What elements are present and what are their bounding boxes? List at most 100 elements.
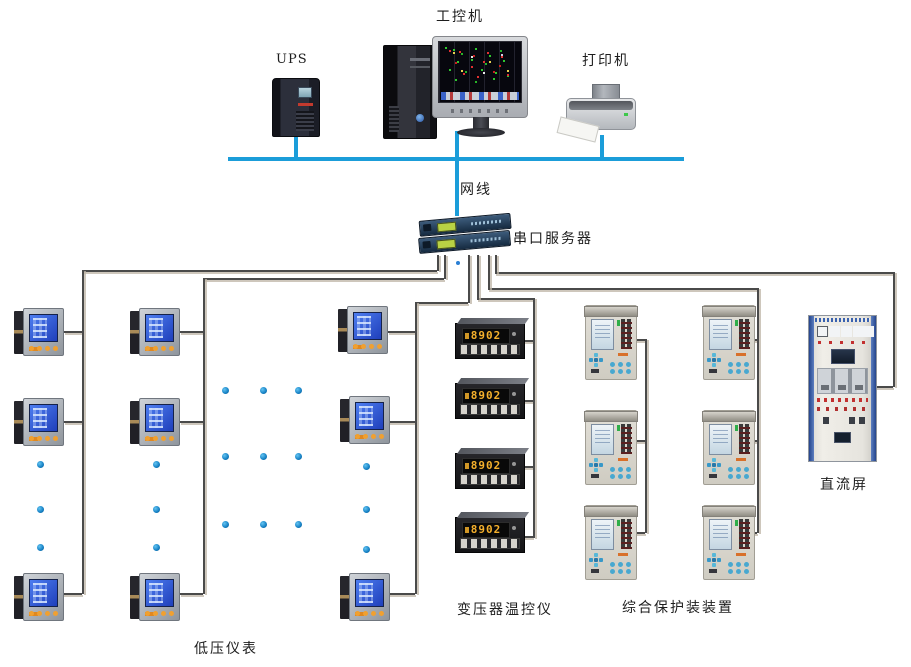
connection-line-h (60, 593, 82, 595)
lv-meter-buttons (377, 344, 382, 349)
protection-dpad (594, 553, 598, 557)
label-protection-device: 综合保护装装置 (622, 600, 734, 616)
scada-toolbar (441, 92, 519, 100)
protection-led-grid (621, 519, 632, 549)
ellipsis-dot (363, 463, 370, 470)
pc-monitor (432, 36, 528, 137)
protection-screen (709, 424, 732, 455)
ellipsis-dot (222, 453, 229, 460)
protection-cap (702, 306, 756, 317)
transformer-temp-controller: 8902 (455, 378, 530, 419)
lv-meter (130, 573, 180, 621)
monitor-buttons (451, 109, 509, 113)
protection-screen (709, 519, 732, 550)
temp-controller-unit-mark (512, 462, 516, 466)
protection-port (591, 369, 599, 373)
connection-line-v (893, 272, 895, 387)
lv-meter-face (23, 398, 64, 446)
lv-meter-logo (355, 612, 364, 616)
connection-line-h (753, 440, 757, 442)
connection-line-h (523, 536, 533, 538)
scada-screen (438, 41, 522, 103)
cabinet-switches (823, 417, 829, 424)
protection-green-led (617, 520, 620, 526)
protection-port (709, 474, 717, 478)
pc-tower (383, 45, 437, 139)
scada-pixels-misc (453, 52, 455, 54)
connection-line-h (388, 331, 415, 333)
transformer-temp-controller: 8902 (455, 318, 530, 359)
protection-led-grid (739, 424, 750, 454)
lv-meter (130, 398, 180, 446)
lv-meter-face (139, 308, 180, 356)
connection-line-h (523, 340, 533, 342)
connection-line-v (533, 298, 535, 538)
temp-controller-unit-mark (512, 392, 516, 396)
protection-cap (584, 411, 638, 422)
connection-line-v (468, 255, 470, 303)
connection-line-v (82, 270, 84, 594)
lv-meter (14, 398, 64, 446)
ellipsis-dot (222, 521, 229, 528)
ups-logo (298, 103, 313, 106)
connection-line-h (415, 302, 468, 304)
protection-cap (702, 506, 756, 517)
network-line-h (228, 157, 684, 161)
connection-line-v (757, 288, 759, 533)
connection-line-v (203, 278, 205, 594)
ellipsis-dot (295, 387, 302, 394)
ellipsis-dot (260, 387, 267, 394)
lv-meter-screen (145, 404, 174, 432)
protection-buttons (626, 569, 631, 574)
protection-device (584, 410, 638, 485)
ellipsis-dot (153, 544, 160, 551)
lv-meter-screen (145, 579, 174, 607)
protection-buttons (626, 369, 631, 374)
connection-line-h (180, 421, 203, 423)
lv-meter-buttons (379, 434, 384, 439)
connection-line-h (82, 270, 437, 272)
protection-device (584, 505, 638, 580)
label-printer: 打印机 (582, 53, 630, 69)
connection-line-v (645, 339, 647, 533)
connection-line-h (180, 593, 203, 595)
temp-controller-display: 8902 (462, 522, 510, 538)
label-lv-meters: 低压仪表 (194, 641, 258, 657)
protection-dpad (712, 353, 716, 357)
connection-line-h (488, 288, 757, 290)
monitor-base (457, 128, 505, 137)
temp-controller-buttons (460, 404, 520, 415)
transformer-temp-controller: 8902 (455, 512, 530, 553)
protection-buttons (626, 474, 631, 479)
protection-screen (709, 319, 732, 350)
ellipsis-dot (222, 387, 229, 394)
ellipsis-dot (260, 521, 267, 528)
temp-controller-buttons (460, 344, 520, 355)
protection-buttons (744, 369, 749, 374)
connection-line-h (477, 298, 533, 300)
temp-controller-unit-mark (512, 332, 516, 336)
lv-meter-face (349, 396, 390, 444)
lv-meter-face (23, 573, 64, 621)
cabinet-header (815, 318, 870, 322)
label-industrial-pc: 工控机 (436, 9, 484, 25)
lv-meter-buttons (53, 611, 58, 616)
transformer-temp-controller: 8902 (455, 448, 530, 489)
pc-drive-slot (410, 58, 430, 61)
protection-green-led (617, 320, 620, 326)
lv-meter-buttons (169, 611, 174, 616)
lv-meter-screen (353, 312, 382, 340)
ellipsis-dot (363, 546, 370, 553)
protection-buttons (744, 569, 749, 574)
lv-meter (340, 573, 390, 621)
lv-meter-logo (29, 347, 38, 351)
protection-cap (584, 506, 638, 517)
ellipsis-dot (37, 461, 44, 468)
serial-lcd (436, 221, 457, 233)
monitor-neck (473, 117, 489, 129)
lv-meter-screen (29, 404, 58, 432)
lv-meter-face (139, 398, 180, 446)
lv-meter-buttons (53, 346, 58, 351)
network-line-v (600, 135, 604, 158)
connection-line-v (477, 255, 479, 299)
